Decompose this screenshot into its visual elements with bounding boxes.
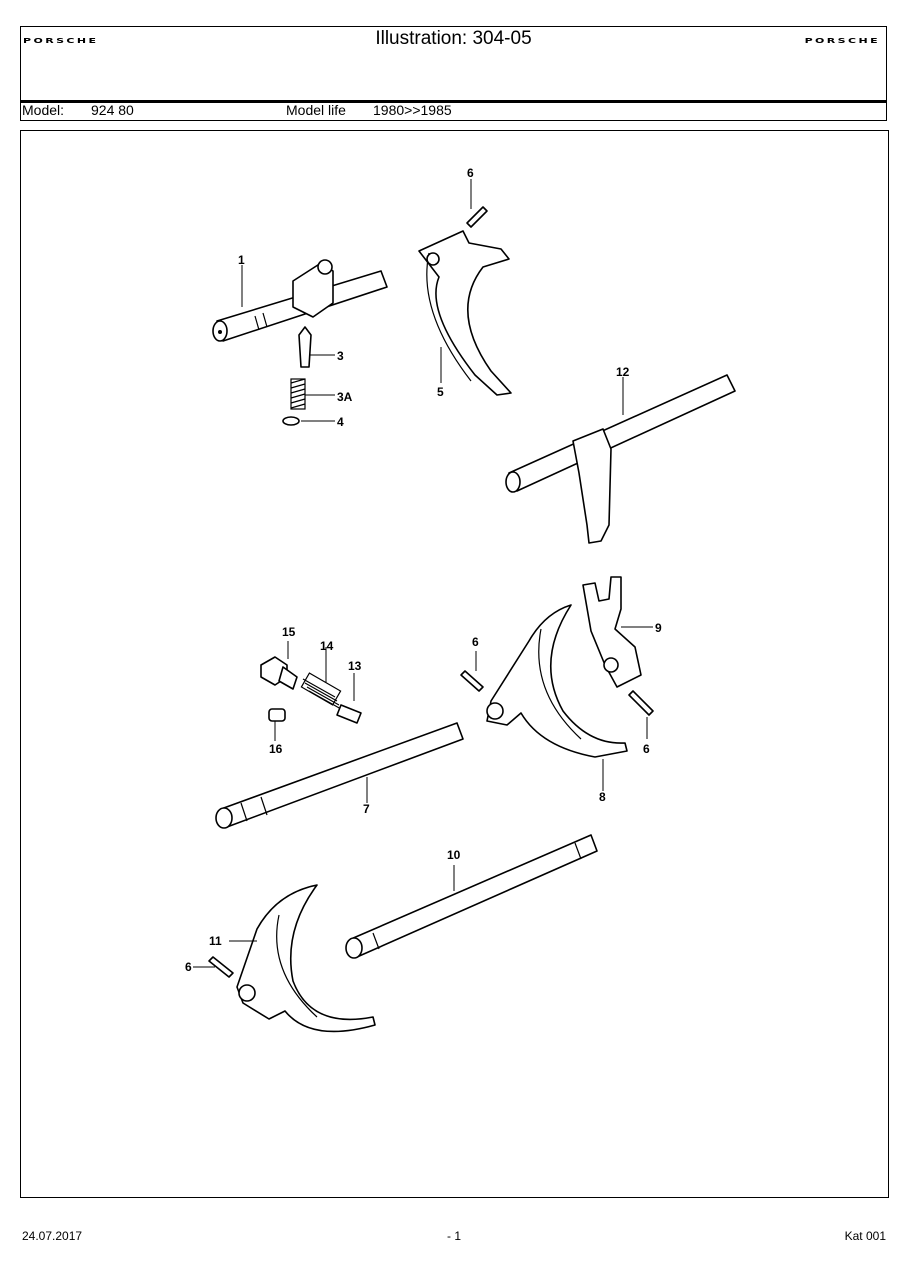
callout-3a: 3A	[337, 390, 353, 404]
page-title: Illustration: 304-05	[375, 28, 532, 49]
parts-drawing: 1 3 3A 4 5 6	[185, 166, 736, 1033]
footer-catalog: Kat 001	[844, 1229, 886, 1243]
callout-4: 4	[337, 415, 344, 429]
brand-logo-right: PORSCHE	[804, 37, 880, 45]
brand-logo-left: PORSCHE	[23, 37, 99, 45]
part-15-bolt[interactable]	[260, 656, 298, 690]
header-divider	[21, 100, 886, 103]
callout-9: 9	[655, 621, 662, 635]
part-6-pin-right[interactable]	[628, 690, 654, 716]
callout-3: 3	[337, 349, 344, 363]
part-9-shift-finger[interactable]	[582, 576, 642, 688]
part-6-pin-top[interactable]	[466, 206, 488, 228]
callout-5: 5	[437, 385, 444, 399]
callout-16: 16	[269, 742, 283, 756]
callout-10: 10	[447, 848, 461, 862]
part-14-spring[interactable]	[300, 672, 342, 710]
exploded-diagram: 1 3 3A 4 5 6	[20, 130, 889, 1198]
part-3-plunger[interactable]	[298, 326, 312, 368]
footer-page-number: - 1	[447, 1229, 462, 1243]
callout-6-mid-left: 6	[472, 635, 479, 649]
part-7-selector-rod[interactable]	[215, 722, 464, 829]
model-label: Model:	[22, 102, 65, 118]
model-life-label: Model life	[286, 102, 346, 118]
part-16-plug[interactable]	[268, 708, 286, 722]
callout-7: 7	[363, 802, 370, 816]
callout-11: 11	[209, 934, 222, 948]
part-1-shaft[interactable]	[212, 259, 388, 342]
part-5-shift-fork[interactable]	[418, 230, 512, 396]
part-10-long-rod[interactable]	[345, 834, 598, 959]
model-life-value: 1980>>1985	[373, 102, 452, 118]
part-6-pin-mid-left[interactable]	[460, 670, 484, 692]
callout-12: 12	[616, 365, 630, 379]
part-4-washer[interactable]	[282, 416, 300, 426]
part-12-shift-shaft[interactable]	[505, 374, 736, 544]
header-box: PORSCHE Illustration: 304-05 PORSCHE Mod…	[20, 26, 887, 121]
callout-1: 1	[238, 253, 245, 267]
part-8-shift-fork[interactable]	[486, 604, 628, 758]
callout-14: 14	[320, 639, 334, 653]
part-3a-spring[interactable]	[290, 378, 306, 410]
callout-13: 13	[348, 659, 362, 673]
model-value: 924 80	[91, 102, 134, 118]
part-6-pin-bottom-left[interactable]	[208, 956, 234, 978]
part-11-shift-fork[interactable]	[236, 884, 376, 1033]
footer-date: 24.07.2017	[22, 1229, 83, 1243]
callout-6-bottom-left: 6	[185, 960, 192, 974]
model-row: Model: 924 80 Model life 1980>>1985	[21, 102, 886, 120]
part-13-plunger[interactable]	[336, 704, 362, 724]
callout-6-right: 6	[643, 742, 650, 756]
callout-8: 8	[599, 790, 606, 804]
callout-6-top: 6	[467, 166, 474, 180]
callout-15: 15	[282, 625, 296, 639]
